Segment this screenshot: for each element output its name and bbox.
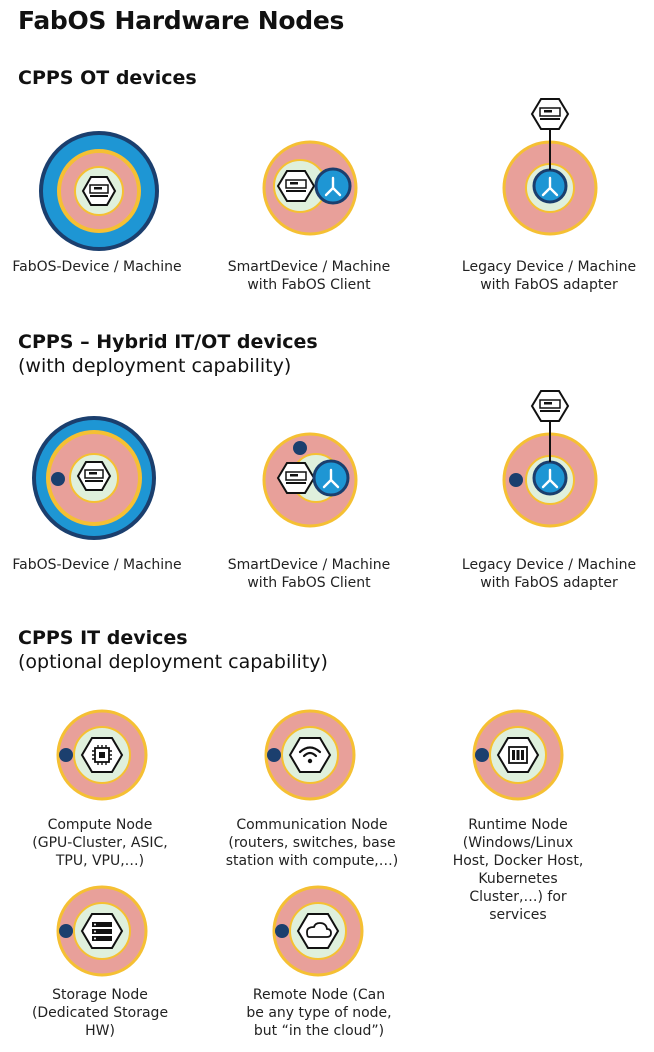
page-title: FabOS Hardware Nodes <box>18 6 345 35</box>
deployment-dot <box>275 924 289 938</box>
storage-icon <box>80 913 124 949</box>
storage-node <box>56 885 148 977</box>
machine-icon <box>76 461 112 491</box>
machine-icon <box>276 170 316 202</box>
node-label: Storage Node (Dedicated Storage HW) <box>31 987 169 1039</box>
deployment-dot <box>51 472 65 486</box>
node-label: SmartDevice / Machine with FabOS Client <box>227 557 391 591</box>
cloud-icon <box>296 913 340 949</box>
node-label: Runtime Node (Windows/Linux Host, Docker… <box>452 817 584 923</box>
node-label: Legacy Device / Machine with FabOS adapt… <box>461 259 637 293</box>
remote-node <box>272 885 364 977</box>
wifi-icon <box>288 737 332 773</box>
node-label: Compute Node (GPU-Cluster, ASIC, TPU, VP… <box>32 817 168 869</box>
legacy-device-node <box>502 390 598 528</box>
section-subtitle-hybrid: (with deployment capability) <box>18 355 292 377</box>
deployment-dot <box>509 473 523 487</box>
node-label: Remote Node (Can be any type of node, bu… <box>246 987 392 1039</box>
deployment-dot <box>267 748 281 762</box>
runtime-node <box>472 709 564 801</box>
compute-node <box>56 709 148 801</box>
cpu-icon <box>80 737 124 773</box>
legacy-machine-icon <box>530 98 570 130</box>
smart-device-node <box>262 432 358 528</box>
fabos-device-node <box>32 416 156 540</box>
legacy-machine-icon <box>530 390 570 422</box>
runtime-icon <box>496 737 540 773</box>
node-label: Communication Node (routers, switches, b… <box>225 817 399 869</box>
fabos-device-node <box>39 131 159 251</box>
deployment-dot <box>59 748 73 762</box>
section-title-ot: CPPS OT devices <box>18 67 197 89</box>
deployment-dot <box>293 441 307 455</box>
deployment-dot <box>475 748 489 762</box>
node-label: SmartDevice / Machine with FabOS Client <box>227 259 391 293</box>
smart-device-node <box>262 140 358 236</box>
machine-icon <box>276 462 316 494</box>
fabos-client-icon <box>312 459 350 497</box>
section-subtitle-it: (optional deployment capability) <box>18 651 328 673</box>
node-label: FabOS-Device / Machine <box>12 259 182 275</box>
node-label: Legacy Device / Machine with FabOS adapt… <box>461 557 637 591</box>
machine-icon <box>81 176 117 206</box>
section-title-hybrid: CPPS – Hybrid IT/OT devices <box>18 331 318 353</box>
fabos-client-icon <box>314 167 352 205</box>
legacy-device-node <box>502 98 598 236</box>
fabos-adapter-icon <box>532 168 568 204</box>
deployment-dot <box>59 924 73 938</box>
communication-node <box>264 709 356 801</box>
section-title-it: CPPS IT devices <box>18 627 188 649</box>
fabos-adapter-icon <box>532 460 568 496</box>
node-label: FabOS-Device / Machine <box>12 557 182 573</box>
